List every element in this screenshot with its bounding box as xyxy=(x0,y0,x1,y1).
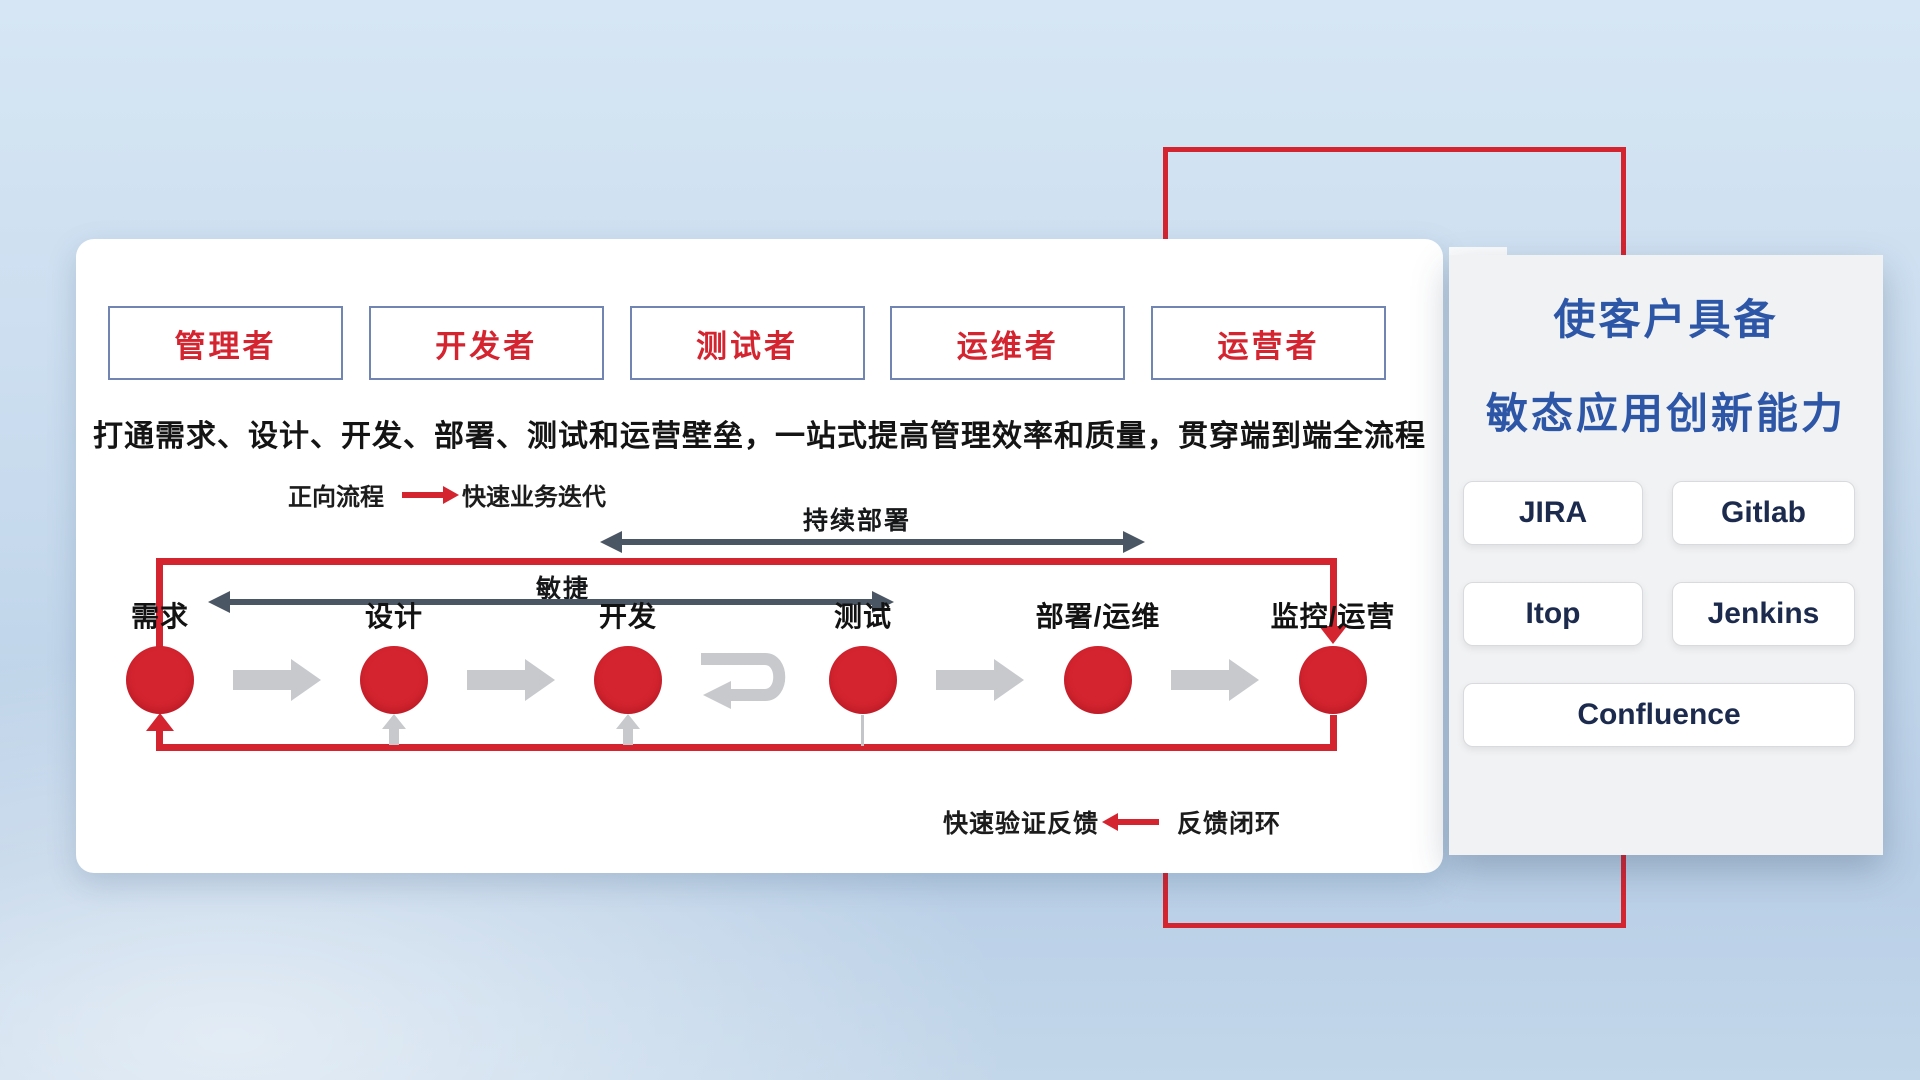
feedback-red-arrow-icon xyxy=(1102,813,1160,831)
card-subtitle: 打通需求、设计、开发、部署、测试和运营壁垒，一站式提高管理效率和质量，贯穿端到端… xyxy=(93,420,1426,453)
agile-label: 敏捷 xyxy=(535,575,591,603)
role-label: 运营者 xyxy=(1217,328,1320,364)
roles-row: 管理者 开发者 测试者 运维者 运营者 xyxy=(108,306,1386,380)
feedback-up-arrow-design xyxy=(389,728,399,745)
node-circle-develop xyxy=(594,646,662,714)
flow-arrow-3-icon xyxy=(936,659,1024,701)
feedback-legend-value: 反馈闭环 xyxy=(1177,810,1282,838)
feedback-up-arrowhead-dev-icon xyxy=(616,714,640,729)
iteration-loop-arrow-icon xyxy=(701,653,786,709)
role-label: 开发者 xyxy=(435,328,538,364)
role-label: 运维者 xyxy=(956,328,1059,364)
feedback-connector-test xyxy=(861,715,864,746)
node-label-test: 测试 xyxy=(833,601,893,632)
node-label-design: 设计 xyxy=(364,601,424,632)
panel-title-line1: 使客户具备 xyxy=(1553,296,1779,343)
feedback-loop-left-vertical xyxy=(156,731,163,747)
node-circle-monitor-op xyxy=(1299,646,1367,714)
node-circle-deploy-ops xyxy=(1064,646,1132,714)
panel-title-line2: 敏态应用创新能力 xyxy=(1485,390,1846,437)
feedback-loop-bottom-line xyxy=(156,744,1337,751)
forward-loop-arrowhead-icon xyxy=(1319,626,1347,644)
capability-panel: 使客户具备 敏态应用创新能力 JIRA Gitlab Itop Jenkins … xyxy=(1449,255,1883,855)
tool-gitlab: Gitlab xyxy=(1672,481,1855,545)
forward-loop-right-vertical xyxy=(1330,558,1337,628)
feedback-legend-label: 快速验证反馈 xyxy=(943,810,1100,838)
forward-legend-label: 正向流程 xyxy=(288,484,384,511)
tool-confluence: Confluence xyxy=(1463,683,1855,747)
flow-arrow-2-icon xyxy=(467,659,555,701)
feedback-loop-arrowhead-icon xyxy=(146,713,174,731)
role-box-manager: 管理者 xyxy=(108,306,343,380)
tool-jira: JIRA xyxy=(1463,481,1643,545)
node-circle-test xyxy=(829,646,897,714)
role-label: 管理者 xyxy=(174,328,277,364)
forward-loop-top-line xyxy=(156,558,1337,565)
node-label-monitor-op: 监控/运营 xyxy=(1270,601,1396,632)
role-box-tester: 测试者 xyxy=(629,306,865,380)
node-circle-design xyxy=(360,646,428,714)
flow-arrow-1-icon xyxy=(233,659,321,701)
node-circle-requirement xyxy=(126,646,194,714)
flow-arrow-4-icon xyxy=(1171,659,1259,701)
agile-range-arrow-icon xyxy=(208,591,894,613)
feedback-loop-right-vertical xyxy=(1330,715,1337,747)
feedback-legend: 快速验证反馈 反馈闭环 xyxy=(943,804,1281,840)
devops-flow-card: 管理者 开发者 测试者 运维者 运营者 打通需求、设计、开发、部署、测试和运营壁… xyxy=(76,239,1443,873)
role-box-developer: 开发者 xyxy=(368,306,604,380)
node-label-deploy-ops: 部署/运维 xyxy=(1035,601,1161,632)
role-label: 测试者 xyxy=(696,328,798,364)
continuous-deploy-label: 持续部署 xyxy=(802,507,912,535)
role-box-operator: 运营者 xyxy=(1151,306,1386,380)
tool-itop: Itop xyxy=(1463,582,1643,646)
tools-grid: JIRA Gitlab Itop Jenkins Confluence xyxy=(1449,481,1883,747)
tool-jenkins: Jenkins xyxy=(1672,582,1855,646)
continuous-deploy-range-arrow-icon xyxy=(600,531,1145,553)
feedback-up-arrow-dev xyxy=(623,728,633,745)
forward-loop-left-vertical xyxy=(156,558,163,648)
role-box-ops: 运维者 xyxy=(890,306,1126,380)
forward-red-arrow-icon xyxy=(402,485,459,504)
feedback-up-arrowhead-design-icon xyxy=(382,714,406,729)
node-label-requirement: 需求 xyxy=(130,601,190,632)
forward-legend-value: 快速业务迭代 xyxy=(462,484,606,511)
node-label-develop: 开发 xyxy=(598,601,658,632)
forward-flow-legend: 正向流程 快速业务迭代 xyxy=(288,477,606,512)
